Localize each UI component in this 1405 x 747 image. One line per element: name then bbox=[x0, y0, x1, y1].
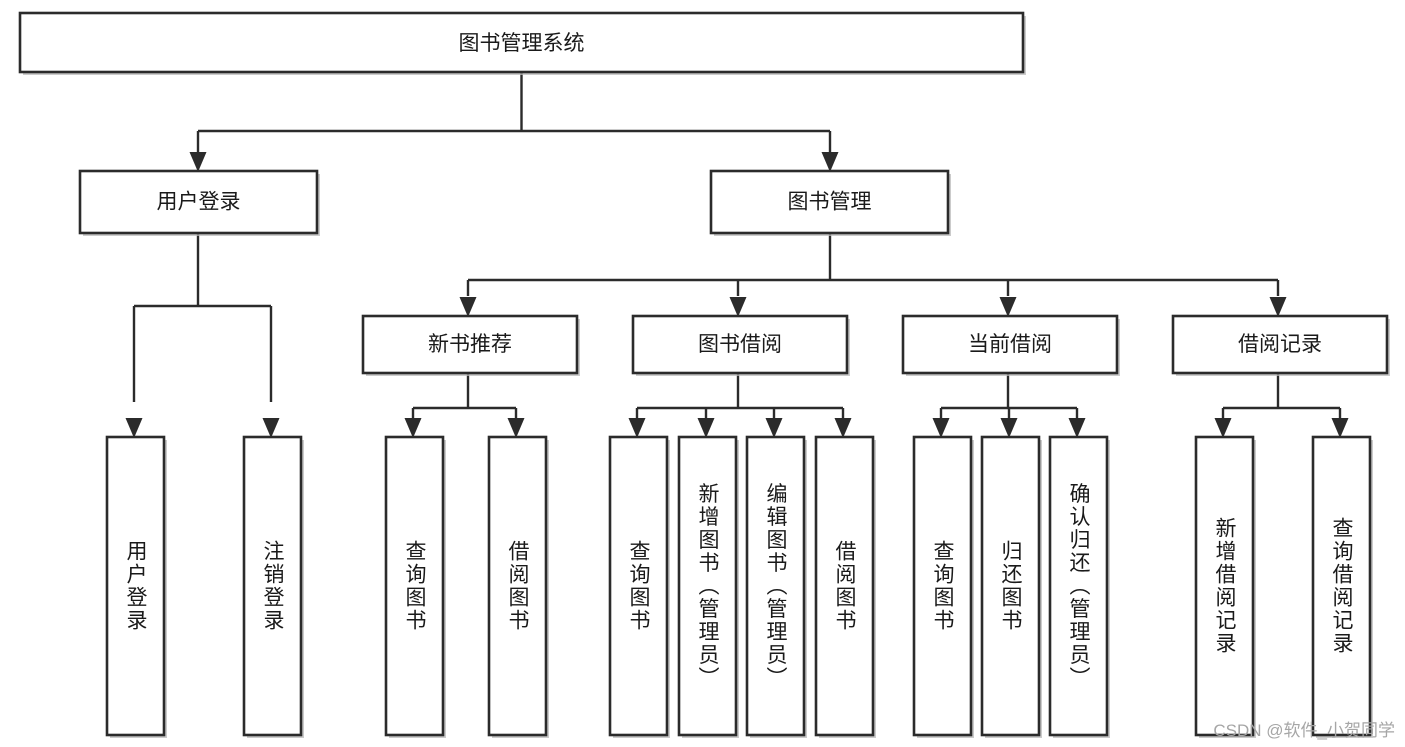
arrow-book-borrow bbox=[729, 297, 747, 317]
node-leaf-query-book-3[interactable]: 查询图书 bbox=[912, 435, 974, 738]
arrow-leaf-user-login bbox=[125, 418, 143, 438]
node-leaf-user-logout[interactable]: 注销登录 bbox=[242, 435, 304, 738]
arrow-leaf-add-record bbox=[1214, 418, 1232, 438]
node-book-borrow[interactable]: 图书借阅 bbox=[631, 314, 850, 376]
arrow-borrow-record bbox=[1269, 297, 1287, 317]
arrow-new-book-recommend bbox=[459, 297, 477, 317]
node-leaf-edit-book[interactable]: 编辑图书（管理员） bbox=[745, 435, 807, 738]
node-leaf-query-record-box bbox=[1311, 435, 1372, 737]
node-leaf-add-record-box bbox=[1194, 435, 1255, 737]
node-leaf-borrow-book-2[interactable]: 借阅图书 bbox=[814, 435, 876, 738]
csdn-watermark: CSDN @软件_小贺同学 bbox=[1213, 721, 1395, 740]
node-leaf-query-record[interactable]: 查询借阅记录 bbox=[1311, 435, 1373, 738]
node-new-book-recommend[interactable]: 新书推荐 bbox=[361, 314, 580, 376]
node-book-manage-label: 图书管理 bbox=[788, 191, 872, 214]
node-leaf-user-logout-box bbox=[242, 435, 303, 737]
arrow-leaf-query-record bbox=[1331, 418, 1349, 438]
node-leaf-query-book-2[interactable]: 查询图书 bbox=[608, 435, 670, 738]
node-root[interactable]: 图书管理系统 bbox=[18, 11, 1026, 75]
node-leaf-query-book-1[interactable]: 查询图书 bbox=[384, 435, 446, 738]
node-leaf-query-book-2-label: 查询图书 bbox=[627, 540, 651, 632]
node-root-label: 图书管理系统 bbox=[459, 32, 585, 55]
arrow-to-book-manage bbox=[821, 152, 839, 172]
arrow-leaf-query-book-1 bbox=[404, 418, 422, 438]
node-borrow-record-box bbox=[1171, 314, 1389, 375]
arrow-leaf-query-book-3 bbox=[932, 418, 950, 438]
node-leaf-add-book[interactable]: 新增图书（管理员） bbox=[677, 435, 739, 738]
node-current-borrow-box bbox=[901, 314, 1119, 375]
node-leaf-add-record[interactable]: 新增借阅记录 bbox=[1194, 435, 1256, 738]
node-leaf-user-logout-label: 注销登录 bbox=[261, 540, 285, 632]
node-new-book-recommend-box bbox=[361, 314, 579, 375]
node-new-book-recommend-label: 新书推荐 bbox=[428, 333, 512, 356]
node-leaf-user-login[interactable]: 用户登录 bbox=[105, 435, 167, 738]
node-leaf-return-book-label: 归还图书 bbox=[999, 540, 1023, 632]
node-leaf-query-book-3-box bbox=[912, 435, 973, 737]
node-current-borrow-label: 当前借阅 bbox=[968, 333, 1052, 356]
arrow-leaf-borrow-book-1 bbox=[507, 418, 525, 438]
node-leaf-return-book-box bbox=[980, 435, 1041, 737]
node-leaf-query-book-2-box bbox=[608, 435, 669, 737]
node-leaf-query-book-1-box bbox=[384, 435, 445, 737]
node-current-borrow[interactable]: 当前借阅 bbox=[901, 314, 1120, 376]
node-leaf-borrow-book-2-label: 借阅图书 bbox=[833, 540, 857, 632]
node-book-manage[interactable]: 图书管理 bbox=[709, 169, 951, 236]
arrow-leaf-edit-book bbox=[765, 418, 783, 438]
node-user-login-box bbox=[78, 169, 319, 235]
arrow-leaf-query-book-2 bbox=[628, 418, 646, 438]
node-leaf-query-book-1-label: 查询图书 bbox=[403, 540, 427, 632]
arrow-leaf-confirm-return bbox=[1068, 418, 1086, 438]
node-leaf-edit-book-box bbox=[745, 435, 806, 737]
node-leaf-query-record-label: 查询借阅记录 bbox=[1330, 517, 1354, 655]
node-leaf-confirm-return[interactable]: 确认归还（管理员） bbox=[1048, 435, 1110, 738]
arrow-leaf-add-book bbox=[697, 418, 715, 438]
node-book-borrow-box bbox=[631, 314, 849, 375]
connector-layer bbox=[125, 73, 1349, 438]
node-leaf-borrow-book-2-box bbox=[814, 435, 875, 737]
arrow-current-borrow bbox=[999, 297, 1017, 317]
node-leaf-add-book-box bbox=[677, 435, 738, 737]
node-leaf-query-book-3-label: 查询图书 bbox=[931, 540, 955, 632]
node-leaf-borrow-book-1-box bbox=[487, 435, 548, 737]
node-leaf-confirm-return-label: 确认归还（管理员） bbox=[1067, 483, 1091, 690]
node-user-login-label: 用户登录 bbox=[157, 191, 241, 214]
node-leaf-add-record-label: 新增借阅记录 bbox=[1213, 517, 1237, 655]
arrow-leaf-borrow-book-2 bbox=[834, 418, 852, 438]
node-leaf-add-book-label: 新增图书（管理员） bbox=[696, 483, 720, 690]
node-leaf-borrow-book-1-label: 借阅图书 bbox=[506, 540, 530, 632]
arrow-to-user-login bbox=[189, 152, 207, 172]
node-leaf-return-book[interactable]: 归还图书 bbox=[980, 435, 1042, 738]
node-leaf-borrow-book-1[interactable]: 借阅图书 bbox=[487, 435, 549, 738]
node-leaf-edit-book-label: 编辑图书（管理员） bbox=[764, 483, 788, 690]
node-book-borrow-label: 图书借阅 bbox=[698, 333, 782, 356]
node-root-box bbox=[18, 11, 1025, 74]
node-borrow-record-label: 借阅记录 bbox=[1238, 333, 1322, 356]
arrow-leaf-user-logout bbox=[262, 418, 280, 438]
arrow-leaf-return-book bbox=[1000, 418, 1018, 438]
node-book-manage-box bbox=[709, 169, 950, 235]
node-user-login[interactable]: 用户登录 bbox=[78, 169, 320, 236]
node-borrow-record[interactable]: 借阅记录 bbox=[1171, 314, 1390, 376]
node-leaf-user-login-box bbox=[105, 435, 166, 737]
node-leaf-confirm-return-box bbox=[1048, 435, 1109, 737]
node-leaf-user-login-label: 用户登录 bbox=[124, 540, 148, 632]
